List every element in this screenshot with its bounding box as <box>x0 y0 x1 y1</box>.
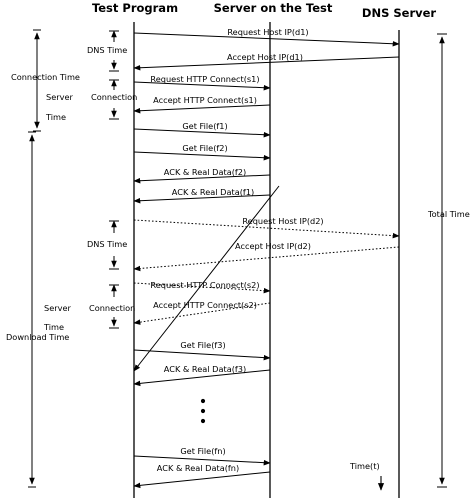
msg-arrow-request-http-s1 <box>133 81 271 91</box>
msg-arrow-accept-host-d1 <box>133 56 400 71</box>
msg-arrow-ack-data-f3 <box>133 369 271 387</box>
msg-label-accept-host-d2: Accept Host IP(d2) <box>235 241 311 251</box>
bracket-server-time <box>28 131 36 488</box>
label-download-time: Download Time <box>6 332 69 342</box>
msg-arrow-get-file-fn <box>133 455 271 466</box>
ellipsis-dot <box>200 398 206 404</box>
msg-label-request-host-d1: Request Host IP(d1) <box>227 27 308 37</box>
msg-arrow-get-file-f3 <box>133 349 271 361</box>
msg-arrow-accept-http-s1 <box>133 104 271 114</box>
marker-connection-1 <box>109 79 119 120</box>
marker-connection-2 <box>109 284 119 329</box>
msg-label-request-http-s2: Request HTTP Connect(s2) <box>150 280 259 290</box>
msg-label-accept-http-s2: Accept HTTP Connect(s2) <box>153 300 257 310</box>
msg-arrow-get-file-f1 <box>133 128 271 138</box>
msg-label-ack-data-f1: ACK & Real Data(f1) <box>172 187 254 197</box>
label-time-2: Time <box>43 322 64 332</box>
header-server-on-test: Server on the Test <box>214 1 333 15</box>
msg-label-ack-data-f2: ACK & Real Data(f2) <box>164 167 246 177</box>
msg-label-get-file-fn: Get File(fn) <box>180 446 225 456</box>
msg-arrow-ack-data-f1 <box>133 194 271 204</box>
label-dns-time-1: DNS Time <box>87 45 127 55</box>
label-connection-time: Connection Time <box>11 72 80 82</box>
msg-arrow-request-http-s2 <box>133 282 271 294</box>
bracket-total-time <box>437 33 447 488</box>
label-server-2: Server <box>44 303 71 313</box>
header-test-program: Test Program <box>92 1 178 15</box>
msg-arrow-get-file-f2 <box>133 151 271 161</box>
msg-label-request-host-d2: Request Host IP(d2) <box>242 216 323 226</box>
ellipsis-dot <box>200 418 206 424</box>
msg-arrow-accept-host-d2 <box>133 246 400 272</box>
msg-arrow-request-host-d1 <box>133 32 400 47</box>
label-time-axis: Time(t) <box>349 461 380 471</box>
msg-label-get-file-f2: Get File(f2) <box>182 143 227 153</box>
msg-arrow-request-host-d2 <box>133 219 400 239</box>
label-connection-2: Connection <box>89 303 135 313</box>
label-connection-1: Connection <box>91 92 137 102</box>
msg-arrow-accept-http-s2 <box>133 302 271 325</box>
msg-label-request-http-s1: Request HTTP Connect(s1) <box>150 74 259 84</box>
header-dns-server: DNS Server <box>362 6 437 20</box>
bracket-connection-time <box>33 29 41 132</box>
msg-arrow-ack-data-fn <box>133 471 271 489</box>
label-total-time: Total Time <box>427 209 470 219</box>
label-server-1: Server <box>46 92 73 102</box>
msg-label-accept-http-s1: Accept HTTP Connect(s1) <box>153 95 257 105</box>
msg-label-get-file-f1: Get File(f1) <box>182 121 227 131</box>
label-dns-time-2: DNS Time <box>87 239 127 249</box>
msg-label-accept-host-d1: Accept Host IP(d1) <box>227 52 303 62</box>
msg-arrow-ack-data-f2 <box>133 174 271 184</box>
msg-arrow-ack-long-diagonal <box>133 185 280 372</box>
msg-label-ack-data-f3: ACK & Real Data(f3) <box>164 364 246 374</box>
msg-label-get-file-f3: Get File(f3) <box>180 340 225 350</box>
msg-label-ack-data-fn: ACK & Real Data(fn) <box>157 463 239 473</box>
ellipsis-dot <box>200 408 206 414</box>
marker-dns-time-1 <box>109 30 119 72</box>
label-time-1: Time <box>45 112 66 122</box>
marker-dns-time-2 <box>109 220 119 270</box>
